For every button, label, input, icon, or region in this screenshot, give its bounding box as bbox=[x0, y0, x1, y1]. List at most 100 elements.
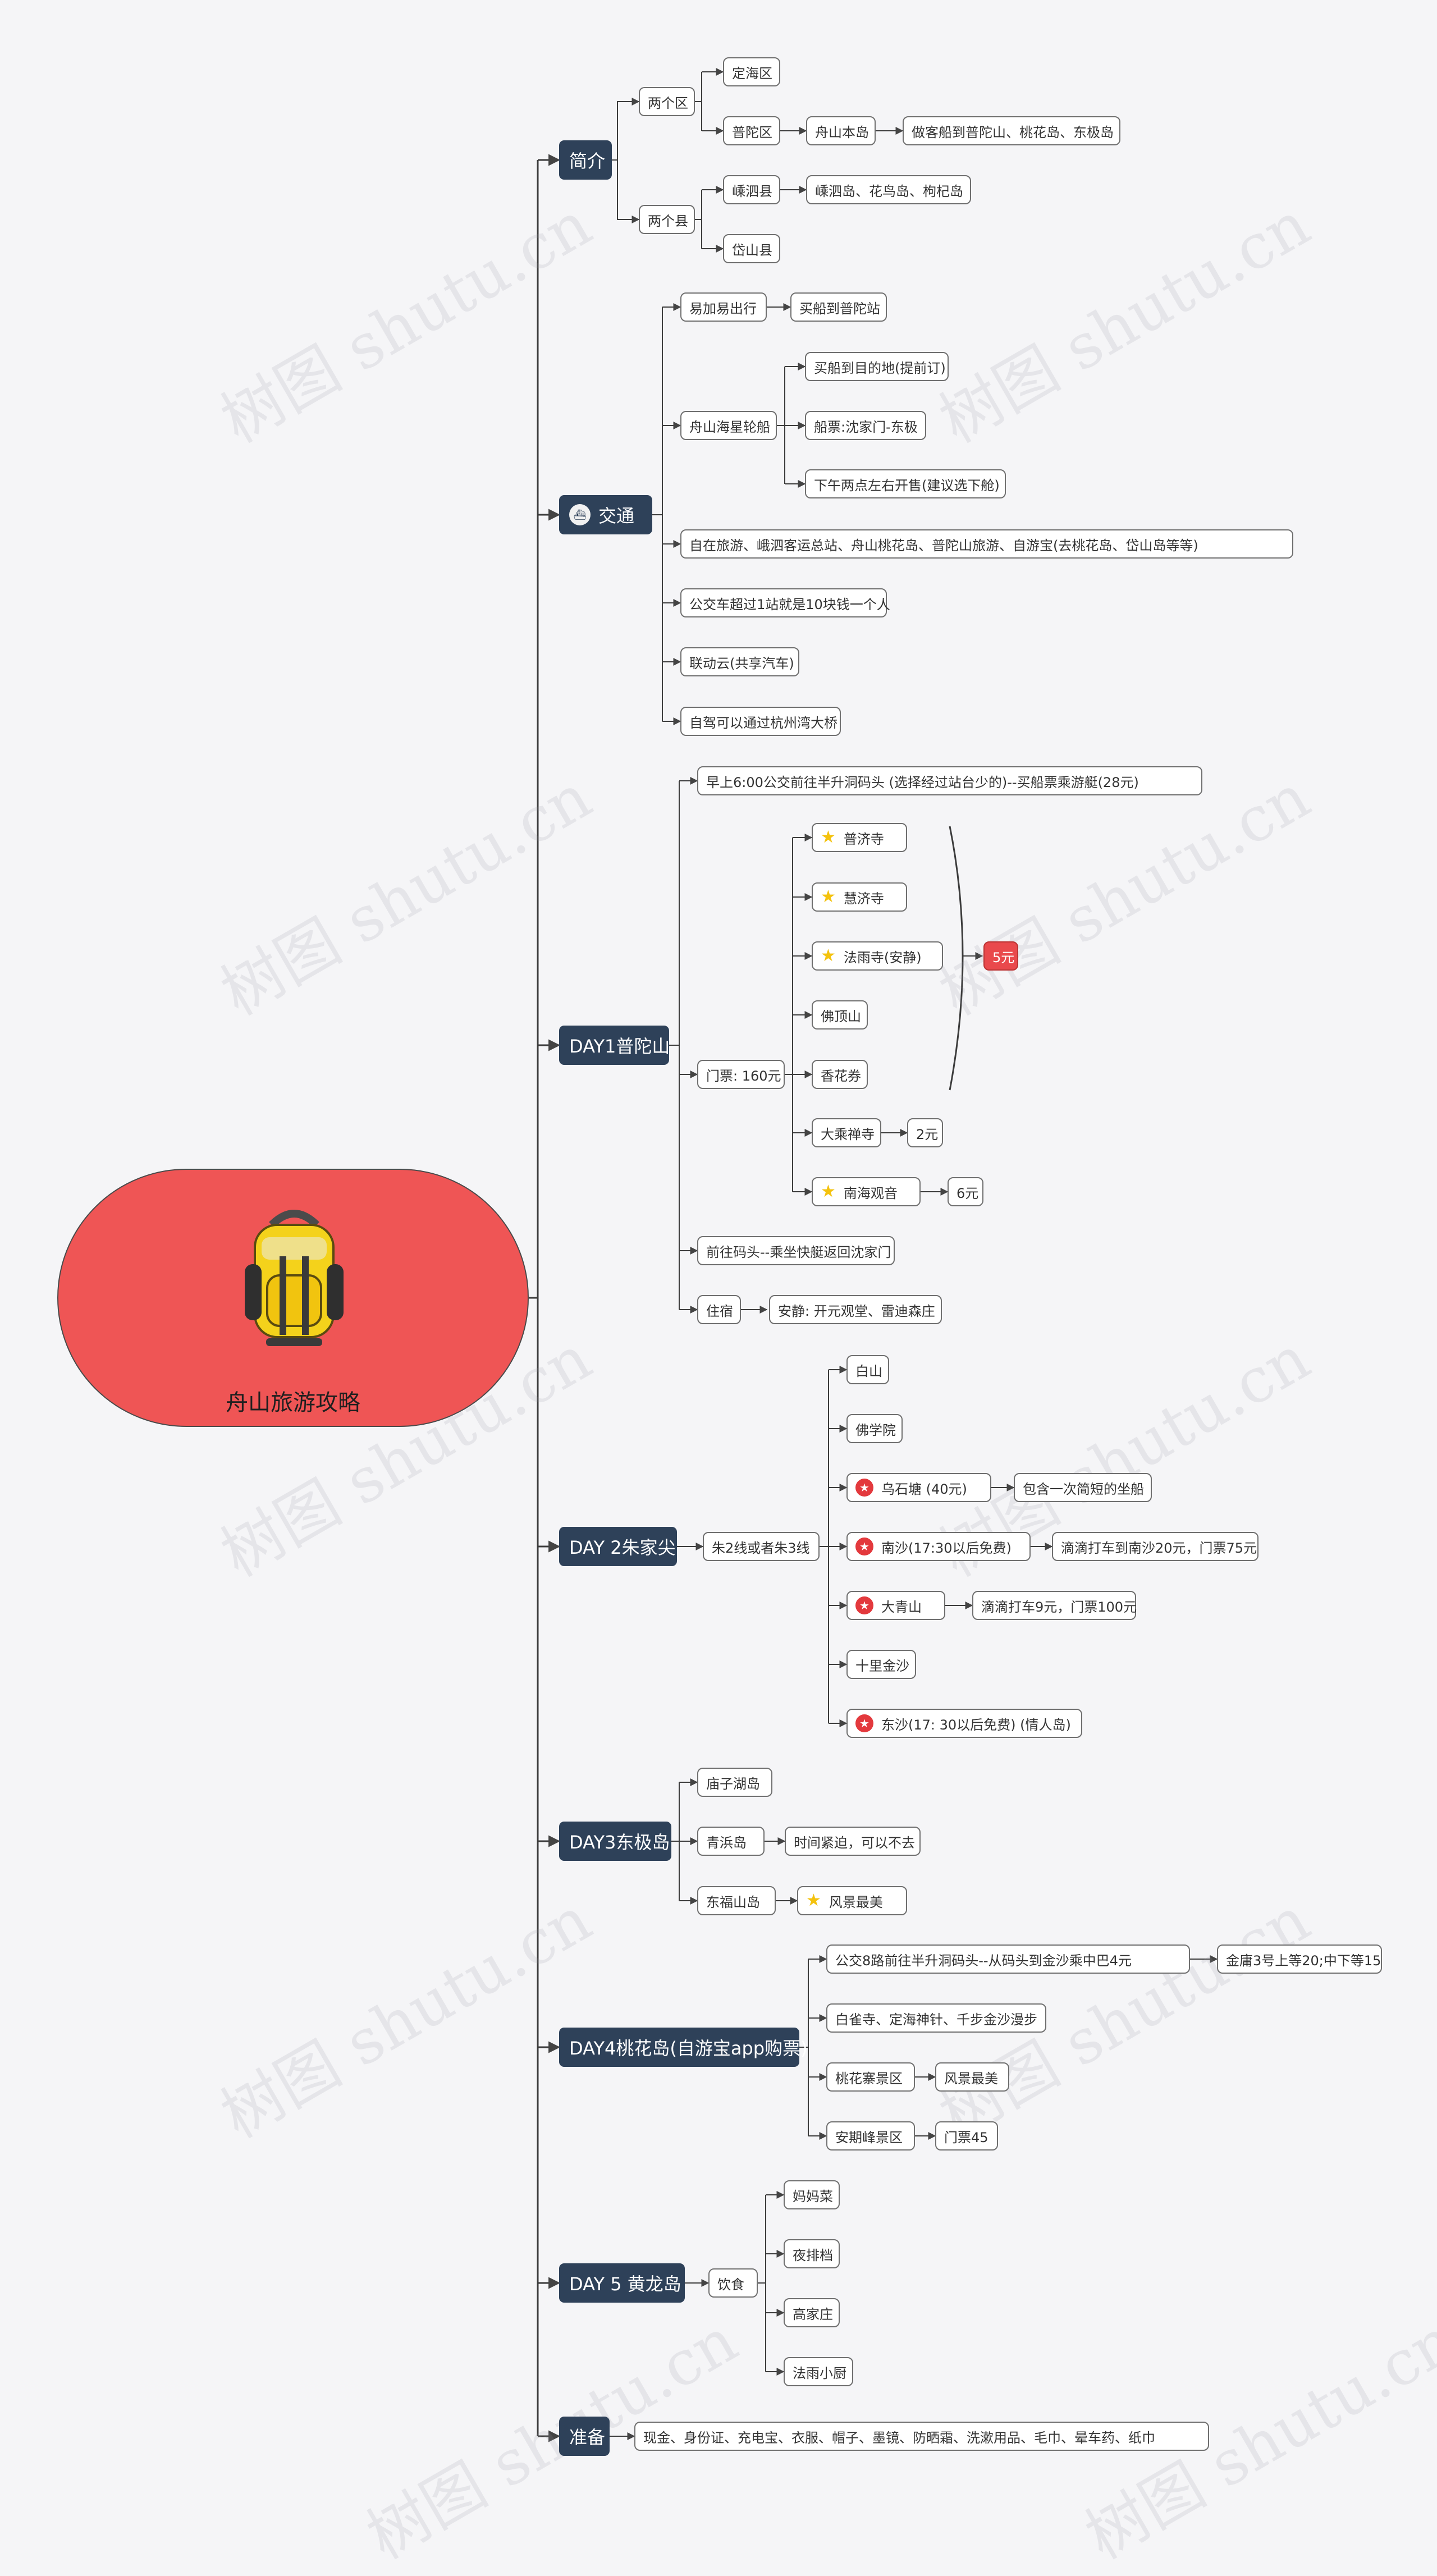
day4-anqi[interactable]: 安期峰景区 bbox=[826, 2121, 915, 2151]
intro-two-counties[interactable]: 两个县 bbox=[639, 205, 695, 234]
day4-jinyong[interactable]: 金庸3号上等20;中下等15 bbox=[1217, 1944, 1382, 1974]
red-star-icon: ★ bbox=[855, 1479, 873, 1497]
star-icon: ★ bbox=[821, 827, 836, 847]
branch-prep[interactable]: 准备 bbox=[559, 2417, 610, 2456]
branch-day3-label: DAY3东极岛 bbox=[569, 1832, 670, 1853]
intro-daishan[interactable]: 岱山县 bbox=[723, 234, 780, 263]
star-icon: ★ bbox=[821, 1182, 836, 1201]
day2-foxueyuan[interactable]: 佛学院 bbox=[846, 1414, 903, 1443]
day1-temple-huiji[interactable]: ★ 慧济寺 bbox=[812, 882, 907, 912]
day4-anqi-note[interactable]: 门票45 bbox=[935, 2121, 998, 2151]
traffic-yijia[interactable]: 易加易出行 bbox=[680, 292, 767, 322]
day1-temple-puji[interactable]: ★ 普济寺 bbox=[812, 823, 907, 852]
branch-day2-label: DAY 2朱家尖 bbox=[569, 1537, 676, 1558]
intro-zhoushan-island[interactable]: 舟山本岛 bbox=[806, 116, 876, 145]
branch-day5-label: DAY 5 黄龙岛 bbox=[569, 2273, 681, 2295]
ship-icon: ⛴ bbox=[569, 504, 591, 525]
day2-dongsha-label: 东沙(17: 30以后免费) (情人岛) bbox=[881, 1717, 1071, 1733]
intro-ferry-note[interactable]: 做客船到普陀山、桃花岛、东极岛 bbox=[903, 116, 1120, 145]
branch-prep-label: 准备 bbox=[569, 2427, 606, 2448]
day3-dongfu[interactable]: 东福山岛 bbox=[697, 1886, 776, 1915]
day1-ticket[interactable]: 门票: 160元 bbox=[697, 1060, 785, 1089]
day4-temples[interactable]: 白雀寺、定海神针、千步金沙漫步 bbox=[826, 2003, 1046, 2033]
day1-temple-label: 普济寺 bbox=[843, 831, 884, 847]
day2-daqingshan-note[interactable]: 滴滴打车9元，门票100元 bbox=[972, 1591, 1137, 1620]
root-title: 舟山旅游攻略 bbox=[226, 1390, 360, 1416]
intro-shengsi[interactable]: 嵊泗县 bbox=[723, 175, 780, 204]
traffic-buy-putuo[interactable]: 买船到普陀站 bbox=[790, 292, 887, 322]
day2-baishan[interactable]: 白山 bbox=[846, 1355, 889, 1384]
day2-wushitang-note[interactable]: 包含一次简短的坐船 bbox=[1014, 1473, 1152, 1502]
day3-dongfu-note-label: 风景最美 bbox=[829, 1894, 883, 1910]
day1-temple-label: 法雨寺(安静) bbox=[843, 949, 922, 966]
day1-temple-dacheng[interactable]: 大乘禅寺 bbox=[812, 1118, 881, 1147]
branch-day1-label: DAY1普陀山 bbox=[569, 1036, 670, 1057]
traffic-sale-time[interactable]: 下午两点左右开售(建议选下舱) bbox=[805, 469, 1006, 498]
day3-qingbang-note[interactable]: 时间紧迫，可以不去 bbox=[785, 1827, 921, 1856]
day4-bus[interactable]: 公交8路前往半升洞码头--从码头到金沙乘中巴4元 bbox=[826, 1944, 1190, 1974]
day1-price-guanyin[interactable]: 6元 bbox=[948, 1177, 983, 1206]
day2-dongsha[interactable]: ★ 东沙(17: 30以后免费) (情人岛) bbox=[846, 1709, 1082, 1738]
red-star-icon: ★ bbox=[855, 1538, 873, 1555]
connector-lines bbox=[529, 68, 1218, 2442]
star-icon: ★ bbox=[806, 1891, 821, 1910]
intro-two-districts[interactable]: 两个区 bbox=[639, 87, 695, 116]
day5-item[interactable]: 夜排档 bbox=[784, 2239, 840, 2268]
day1-temple-foding[interactable]: 佛顶山 bbox=[812, 1000, 868, 1030]
day2-wushitang-label: 乌石塘 (40元) bbox=[881, 1481, 967, 1497]
day2-wushitang[interactable]: ★ 乌石塘 (40元) bbox=[846, 1473, 991, 1502]
traffic-buy-dest[interactable]: 买船到目的地(提前订) bbox=[805, 352, 949, 381]
star-icon: ★ bbox=[821, 946, 836, 966]
day2-shili[interactable]: 十里金沙 bbox=[846, 1650, 916, 1679]
star-icon: ★ bbox=[821, 887, 836, 907]
day1-temple-guanyin[interactable]: ★ 南海观音 bbox=[812, 1177, 921, 1206]
red-star-icon: ★ bbox=[855, 1714, 873, 1732]
intro-shengsi-islands[interactable]: 嵊泗岛、花鸟岛、枸杞岛 bbox=[806, 175, 971, 204]
day1-morning[interactable]: 早上6:00公交前往半升洞码头 (选择经过站台少的)--买船票乘游艇(28元) bbox=[697, 766, 1202, 795]
branch-day2[interactable]: DAY 2朱家尖 bbox=[559, 1527, 677, 1566]
branch-intro[interactable]: 简介 bbox=[559, 140, 612, 180]
day5-item[interactable]: 妈妈菜 bbox=[784, 2180, 840, 2209]
root-node[interactable]: 舟山旅游攻略 bbox=[57, 1169, 529, 1427]
day3-dongfu-note[interactable]: ★ 风景最美 bbox=[797, 1886, 907, 1915]
day4-taohua-note[interactable]: 风景最美 bbox=[935, 2062, 1009, 2092]
traffic-selfdrive[interactable]: 自驾可以通过杭州湾大桥 bbox=[680, 707, 841, 736]
day1-price-dacheng[interactable]: 2元 bbox=[907, 1118, 943, 1147]
day2-daqingshan[interactable]: ★ 大青山 bbox=[846, 1591, 945, 1620]
day2-nansha[interactable]: ★ 南沙(17:30以后免费) bbox=[846, 1532, 1031, 1561]
day2-nansha-note[interactable]: 滴滴打车到南沙20元，门票75元 bbox=[1052, 1532, 1258, 1561]
intro-dinghai[interactable]: 定海区 bbox=[723, 57, 780, 86]
day1-temple-fayu[interactable]: ★ 法雨寺(安静) bbox=[812, 941, 943, 971]
day3-miaozihu[interactable]: 庙子湖岛 bbox=[697, 1768, 772, 1797]
day2-route[interactable]: 朱2线或者朱3线 bbox=[703, 1532, 820, 1561]
day5-item[interactable]: 法雨小厨 bbox=[784, 2357, 853, 2386]
branch-day5[interactable]: DAY 5 黄龙岛 bbox=[559, 2263, 685, 2303]
day1-return[interactable]: 前往码头--乘坐快艇返回沈家门 bbox=[697, 1236, 895, 1265]
branch-traffic-label: 交通 bbox=[598, 505, 635, 527]
backpack-icon bbox=[245, 1210, 344, 1346]
day3-qingbang[interactable]: 青浜岛 bbox=[697, 1827, 765, 1856]
day4-taohua[interactable]: 桃花寨景区 bbox=[826, 2062, 915, 2092]
day1-stay-options[interactable]: 安静: 开元观堂、雷迪森庄 bbox=[769, 1295, 942, 1324]
branch-day4-label: DAY4桃花岛(自游宝app购票) bbox=[569, 2038, 808, 2059]
branch-day1[interactable]: DAY1普陀山 bbox=[559, 1026, 670, 1065]
intro-putuo[interactable]: 普陀区 bbox=[723, 116, 780, 145]
branch-traffic[interactable]: ⛴ 交通 bbox=[559, 495, 652, 534]
branch-day4[interactable]: DAY4桃花岛(自游宝app购票) bbox=[559, 2028, 808, 2067]
day1-temple-xianghua[interactable]: 香花券 bbox=[812, 1060, 868, 1089]
day1-price-group[interactable]: 5元 bbox=[983, 941, 1018, 971]
prep-items[interactable]: 现金、身份证、充电宝、衣服、帽子、墨镜、防晒霜、洗漱用品、毛巾、晕车药、纸巾 bbox=[634, 2422, 1209, 2451]
traffic-ticket-route[interactable]: 船票:沈家门-东极 bbox=[805, 411, 926, 440]
traffic-bus[interactable]: 公交车超过1站就是10块钱一个人 bbox=[680, 588, 890, 617]
branch-day3[interactable]: DAY3东极岛 bbox=[559, 1822, 671, 1861]
red-star-icon: ★ bbox=[855, 1596, 873, 1614]
day5-item[interactable]: 高家庄 bbox=[784, 2298, 840, 2327]
traffic-apps[interactable]: 自在旅游、峨泗客运总站、舟山桃花岛、普陀山旅游、自游宝(去桃花岛、岱山岛等等) bbox=[680, 529, 1293, 559]
day1-temple-label: 南海观音 bbox=[843, 1185, 898, 1201]
traffic-haixing[interactable]: 舟山海星轮船 bbox=[680, 411, 777, 440]
day5-food[interactable]: 饮食 bbox=[708, 2268, 758, 2298]
day1-stay[interactable]: 住宿 bbox=[697, 1295, 741, 1324]
traffic-liandong[interactable]: 联动云(共享汽车) bbox=[680, 647, 799, 676]
day2-nansha-label: 南沙(17:30以后免费) bbox=[881, 1540, 1012, 1556]
day2-daqingshan-label: 大青山 bbox=[881, 1599, 922, 1615]
